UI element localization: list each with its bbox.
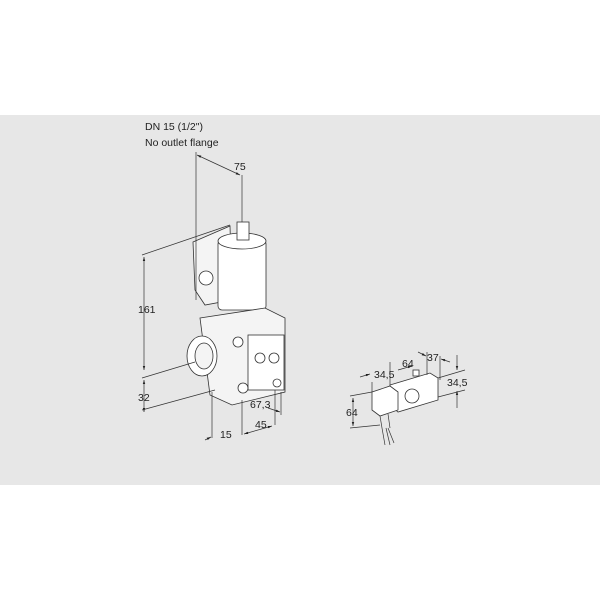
dim-plug-37: 37: [427, 352, 439, 364]
valve-drawing: [186, 221, 286, 406]
plug-dimension-lines: [349, 351, 466, 429]
dim-161: 161: [138, 304, 156, 316]
dim-plug-64: 64: [402, 358, 414, 370]
dim-15: 15: [220, 429, 232, 441]
drawing-background: [0, 115, 600, 485]
dim-plug-64-left: 64: [346, 407, 358, 419]
plug-drawing: [371, 369, 439, 446]
dim-45: 45: [255, 419, 267, 431]
dim-67-3: 67,3: [250, 399, 271, 411]
dim-plug-34-5: 34,5: [374, 369, 395, 381]
title-flange: No outlet flange: [145, 137, 219, 149]
title-size: DN 15 (1/2"): [145, 121, 203, 133]
dim-75: 75: [234, 161, 246, 173]
valve-dimension-lines: [141, 152, 282, 441]
dim-32: 32: [138, 392, 150, 404]
dim-plug-34-5-right: 34,5: [447, 377, 468, 389]
